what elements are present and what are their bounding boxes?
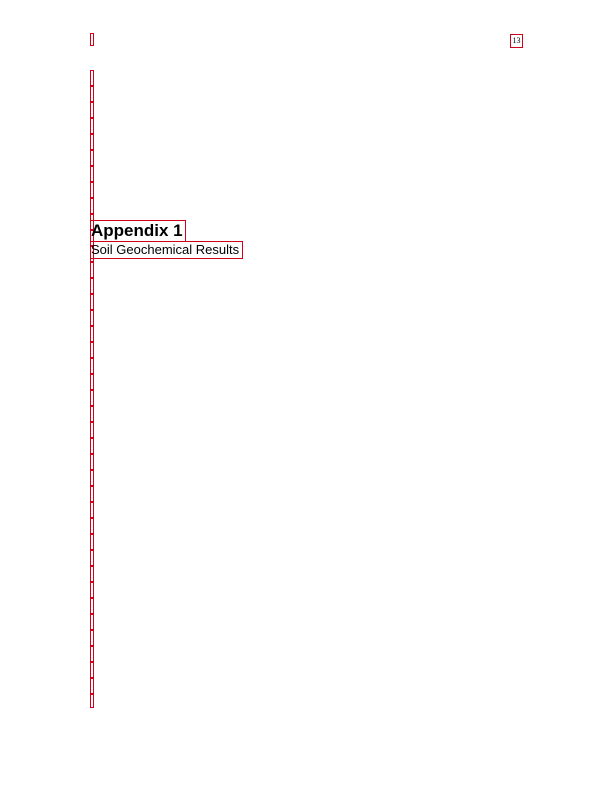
margin-marker-segment [90, 502, 94, 518]
margin-marker-segment [90, 134, 94, 150]
margin-marker-segment [90, 358, 94, 374]
margin-marker-segment [90, 454, 94, 470]
margin-marker-segment [90, 678, 94, 694]
margin-marker-segment [90, 406, 94, 422]
margin-marker-segment [90, 86, 94, 102]
margin-marker-segment [90, 694, 94, 708]
page-number: 13 [510, 34, 523, 48]
margin-marker-segment [90, 342, 94, 358]
margin-marker-segment [90, 102, 94, 118]
margin-marker-segment [90, 662, 94, 678]
margin-marker-segment [90, 390, 94, 406]
margin-marker-segment [90, 438, 94, 454]
margin-marker-segment [90, 582, 94, 598]
appendix-subtitle: Soil Geochemical Results [90, 241, 244, 259]
margin-marker-segment [90, 614, 94, 630]
margin-marker-segment [90, 518, 94, 534]
margin-marker-segment [90, 374, 94, 390]
margin-marker-segment [90, 182, 94, 198]
margin-marker-segment [90, 262, 94, 278]
margin-marker-segment [90, 150, 94, 166]
margin-marker-segment [90, 118, 94, 134]
margin-marker-segment [90, 598, 94, 614]
margin-marker-segment [90, 470, 94, 486]
margin-marker-segment [90, 294, 94, 310]
margin-marker-segment [90, 630, 94, 646]
top-margin-marker [90, 33, 94, 46]
appendix-title: Appendix 1 [90, 220, 186, 242]
margin-marker-segment [90, 166, 94, 182]
margin-marker-segment [90, 422, 94, 438]
margin-marker-segment [90, 326, 94, 342]
margin-marker-segment [90, 550, 94, 566]
margin-marker-segment [90, 278, 94, 294]
left-margin-markers [90, 70, 94, 708]
margin-marker-segment [90, 310, 94, 326]
margin-marker-segment [90, 646, 94, 662]
margin-marker-segment [90, 198, 94, 214]
margin-marker-segment [90, 486, 94, 502]
margin-marker-segment [90, 566, 94, 582]
margin-marker-segment [90, 534, 94, 550]
margin-marker-segment [90, 70, 94, 86]
